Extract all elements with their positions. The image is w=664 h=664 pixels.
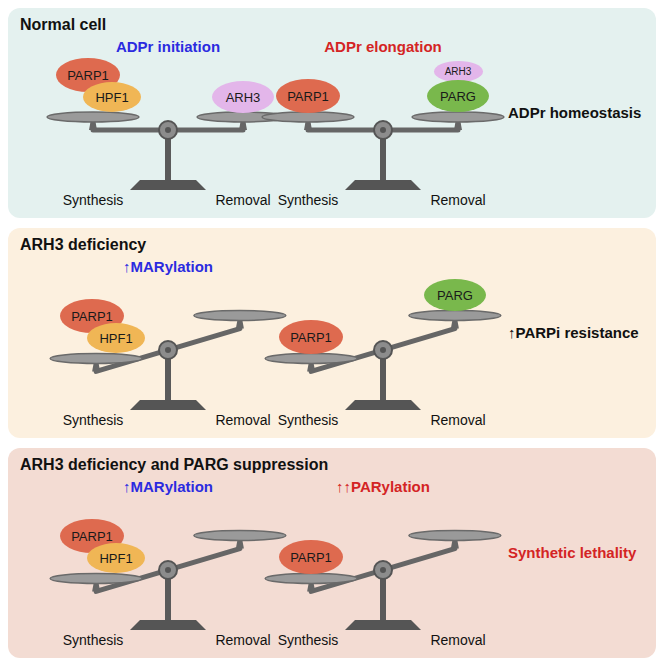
pan-label: Removal: [215, 412, 270, 428]
scale-pan: [50, 573, 142, 583]
protein-name: PARP1: [290, 330, 332, 345]
protein-name: HPF1: [99, 331, 132, 346]
panel-title: ARH3 deficiency and PARG suppression: [20, 456, 328, 474]
panel-band: Normal cellPARP1HPF1ARH3PARP1ARH3PARGADP…: [8, 8, 656, 218]
annotation-text: ADPr initiation: [116, 38, 220, 55]
annotation-text: ADPr elongation: [324, 38, 442, 55]
scale-pivot: [374, 341, 392, 359]
protein-oval: HPF1: [87, 323, 145, 353]
scale-base: [130, 180, 206, 190]
protein-oval: PARG: [424, 279, 486, 311]
scale-pan: [50, 353, 142, 363]
scale-pan: [47, 112, 139, 122]
scale-pivot-center: [165, 127, 171, 133]
annotation-text: ↑PARPi resistance: [508, 324, 639, 341]
scale-base: [345, 620, 421, 630]
protein-name: ARH3: [445, 66, 472, 77]
scale-base: [130, 620, 206, 630]
scale-beam: [93, 128, 243, 133]
pan-label: Synthesis: [278, 192, 339, 208]
protein-name: HPF1: [95, 90, 128, 105]
pan-label: Synthesis: [63, 192, 124, 208]
pan-label: Removal: [430, 632, 485, 648]
pan-label: Removal: [215, 632, 270, 648]
protein-oval: ARH3: [212, 81, 274, 113]
pan-label: Synthesis: [278, 412, 339, 428]
scale-base: [345, 400, 421, 410]
scale-pan: [194, 311, 286, 321]
scale-pivot-center: [380, 127, 386, 133]
annotation-text: ↑MARylation: [123, 258, 213, 275]
pan-label: Synthesis: [63, 632, 124, 648]
pan-label: Removal: [215, 192, 270, 208]
protein-oval: PARP1: [279, 320, 343, 354]
pan-label: Removal: [430, 192, 485, 208]
scale-pan: [265, 353, 357, 363]
pan-label: Synthesis: [278, 632, 339, 648]
protein-name: HPF1: [99, 551, 132, 566]
scale-pivot-center: [165, 347, 171, 353]
protein-name: PARP1: [287, 89, 329, 104]
protein-oval: PARG: [427, 80, 489, 112]
protein-name: PARP1: [71, 529, 113, 544]
protein-name: PARP1: [71, 309, 113, 324]
scale-base: [130, 400, 206, 410]
scale-pan: [409, 531, 501, 541]
scale-pivot: [159, 561, 177, 579]
protein-name: PARG: [437, 288, 473, 303]
annotation-text: ↑↑PARylation: [336, 478, 430, 495]
pan-label: Synthesis: [63, 412, 124, 428]
annotation-text: Synthetic lethality: [508, 544, 636, 561]
scale-pan: [412, 112, 504, 122]
scale-pivot-center: [380, 347, 386, 353]
protein-name: ARH3: [226, 90, 261, 105]
scale-pan: [409, 311, 501, 321]
scale-pan: [265, 573, 357, 583]
scale-pan: [194, 531, 286, 541]
scale-pivot: [374, 121, 392, 139]
protein-oval: HPF1: [87, 543, 145, 573]
scale-base: [345, 180, 421, 190]
pan-label: Removal: [430, 412, 485, 428]
panel-title: Normal cell: [20, 16, 106, 34]
protein-oval: HPF1: [83, 82, 141, 112]
annotation-text: ↑MARylation: [123, 478, 213, 495]
scale-pan: [262, 112, 354, 122]
scale-pivot-center: [380, 567, 386, 573]
scale-pivot: [374, 561, 392, 579]
scale-pivot: [159, 121, 177, 139]
protein-oval: PARP1: [279, 540, 343, 574]
protein-name: PARG: [440, 89, 476, 104]
annotation-text: ADPr homeostasis: [508, 104, 641, 121]
scale-pivot-center: [165, 567, 171, 573]
protein-oval: PARP1: [276, 79, 340, 113]
panel-title: ARH3 deficiency: [20, 236, 146, 254]
protein-name: PARP1: [290, 550, 332, 565]
protein-oval: ARH3: [434, 61, 483, 82]
panel-band: ARH3 deficiency and PARG suppressionPARP…: [8, 448, 656, 658]
protein-name: PARP1: [67, 68, 109, 83]
panel-band: ARH3 deficiencyPARP1HPF1PARP1PARG↑MARyla…: [8, 228, 656, 438]
scale-pivot: [159, 341, 177, 359]
scale-beam: [308, 128, 458, 133]
